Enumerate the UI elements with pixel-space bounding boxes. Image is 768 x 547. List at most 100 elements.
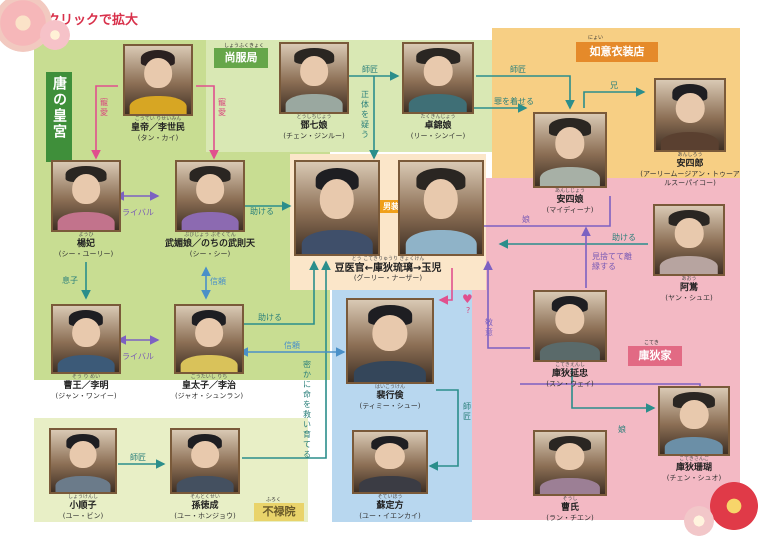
card-xiao[interactable]: しょうけんし 小顺子 (ユー・ビン) (46, 428, 120, 521)
ku-family-label: 庫狄家 (628, 346, 682, 366)
ruyi-label: 如意衣装店 (576, 42, 658, 62)
arrow-ani (583, 87, 646, 108)
ruby-ku-shan: こてきさんご (679, 456, 709, 462)
card-emperor[interactable]: こうてい りせいみん 皇帝／李世民 (タン・カイ) (118, 44, 198, 143)
reading-pei: (ティミー・シュー) (359, 402, 421, 410)
name-ayou: 阿鴬 (679, 283, 698, 293)
edge-shinrai: 信頼 (210, 277, 226, 286)
name-ku-yan: 庫狄延忠 (551, 369, 588, 379)
ruby-ayou: あおう (681, 276, 697, 282)
photo-yang (51, 160, 121, 232)
photo-heroine-male (294, 160, 380, 256)
edge-miste: 見捨てて離縁する (592, 252, 632, 271)
edge-danso: 男装 (380, 200, 402, 213)
buluo-label: 不禄院 (254, 503, 304, 521)
ruyi-ruby: にょい (588, 35, 604, 41)
name-emperor: 皇帝／李世民 (130, 123, 185, 133)
ruby-prince: こうたいし りち (190, 374, 228, 380)
tang-court-label: 唐の皇宮 (46, 72, 72, 162)
ruby-wu: ぶびじょう ぶそくてん (184, 232, 236, 238)
photo-wu (175, 160, 245, 232)
photo-ku-shan (658, 386, 730, 456)
ruby-guo: とうしちじょう (296, 114, 332, 120)
card-su[interactable]: そていほう 蘇定方 (ユー・イエンカイ) (346, 430, 434, 521)
ruby-sun: そんとくせい (190, 494, 220, 500)
reading-zhuo: (リー・シンイー) (410, 132, 466, 140)
edge-chouai-1: 寵愛 (100, 98, 108, 117)
card-cao[interactable]: そう り めい 曹王／李明 (ジャン・ワンイー) (46, 304, 126, 401)
name-xiao: 小顺子 (69, 501, 97, 511)
name-cao-shi: 曹氏 (560, 503, 579, 513)
shangfu-label: 尚服局 (214, 48, 268, 68)
photo-prince (174, 304, 244, 374)
photo-guo (279, 42, 349, 114)
edge-rival-2: ライバル (122, 352, 154, 361)
card-yang[interactable]: ようひ 楊妃 (シー・ユーリー) (46, 160, 126, 259)
name-ku-shan: 庫狄珊瑚 (675, 463, 712, 473)
reading-an-sirou: (アーリームージアン・トゥーアルスーパイコー) (640, 170, 740, 187)
arrow-help-sun (242, 260, 331, 459)
ruby-ku-yan: こてきえんし (555, 362, 585, 368)
zoom-banner-label: クリックで拡大 (47, 12, 139, 28)
arrow-chouai-yang (91, 85, 118, 160)
edge-ani: 兄 (610, 81, 618, 90)
edge-shotai: 正体を疑う (361, 90, 369, 139)
shangfu-ruby: しょうふくきょく (224, 43, 265, 49)
name-wu: 武媚娘／のちの武則天 (164, 239, 255, 249)
photo-sun (170, 428, 240, 494)
arrow-help-prince (240, 260, 319, 325)
arrow-shisho-zhuo (476, 75, 575, 110)
edge-chouai-2: 寵愛 (218, 98, 226, 117)
tang-court-text: 唐の皇宮 (51, 76, 67, 140)
ruby-cao: そう り めい (71, 374, 101, 380)
flower-icon (684, 506, 714, 536)
photo-pei (346, 298, 434, 384)
card-zhuo[interactable]: たくきんじょう 卓錦娘 (リー・シンイー) (398, 42, 478, 141)
ruby-xiao: しょうけんし (67, 494, 98, 500)
edge-musuko: 息子 (62, 276, 78, 285)
reading-sun: (ユー・ホンジョウ) (174, 512, 236, 520)
reading-wu: (シー・シー) (189, 250, 231, 258)
card-cao-shi[interactable]: そうし 曹氏 (ラン・チエン) (530, 430, 610, 523)
card-an4[interactable]: あんしじょう 安四娘 (マイディーナ) (530, 112, 610, 215)
heart-icon: ♥ (462, 292, 473, 306)
photo-zhuo (402, 42, 474, 114)
edge-shisho-2: 師匠 (362, 65, 378, 74)
card-heroine[interactable]: とう こてきりゅうり ぎょくけん 豆医官←庫狄琉璃→玉児 (グーリー・ナーザー) (290, 160, 486, 283)
reading-ku-yan: (スン・ウェイ) (546, 380, 594, 388)
ruby-zhuo: たくきんじょう (420, 114, 456, 120)
name-zhuo: 卓錦娘 (424, 121, 452, 131)
reading-heroine: (グーリー・ナーザー) (353, 274, 423, 282)
edge-shinrai-2: 信頼 (284, 341, 300, 350)
card-guo[interactable]: とうしちじょう 鄧七娘 (チェン・ジンルー) (274, 42, 354, 141)
reading-xiao: (ユー・ビン) (62, 512, 104, 520)
photo-xiao (49, 428, 117, 494)
ruby-cao-shi: そうし (562, 496, 578, 502)
card-prince[interactable]: こうたいし りち 皇太子／李治 (ジャオ・シュンラン) (164, 304, 254, 401)
card-wu[interactable]: ぶびじょう ぶそくてん 武媚娘／のちの武則天 (シー・シー) (160, 160, 260, 259)
arrow-keii (483, 260, 530, 349)
name-sun: 孫徳成 (191, 501, 219, 511)
photo-an4 (533, 112, 607, 188)
ruby-yang: ようひ (78, 232, 94, 238)
reading-yang: (シー・ユーリー) (58, 250, 114, 258)
photo-cao-shi (533, 430, 607, 496)
card-pei[interactable]: はいこうけん 裴行倹 (ティミー・シュー) (344, 298, 436, 411)
edge-shisho-3: 師匠 (510, 65, 526, 74)
edge-shisho-1: 師匠 (130, 453, 146, 462)
flower-icon (706, 478, 762, 534)
ruby-su: そていほう (377, 494, 403, 500)
flower-icon (40, 20, 70, 50)
card-ku-shan[interactable]: こてきさんご 庫狄珊瑚 (チェン・シュオ) (654, 386, 734, 483)
edge-shisho-4: 師匠 (463, 402, 471, 421)
photo-heroine-female (398, 160, 484, 256)
edge-tasukeru-2: 助ける (258, 313, 282, 322)
card-ayou[interactable]: あおう 阿鴬 (ヤン・シュエ) (650, 204, 728, 303)
name-an-sirou: 安四郎 (676, 159, 704, 169)
name-prince: 皇太子／李治 (181, 381, 236, 391)
reading-ayou: (ヤン・シュエ) (665, 294, 713, 302)
card-sun[interactable]: そんとくせい 孫徳成 (ユー・ホンジョウ) (164, 428, 246, 521)
edge-musume-1: 娘 (522, 215, 530, 224)
card-an-sirou[interactable]: あんしろう 安四郎 (アーリームージアン・トゥーアルスーパイコー) (640, 78, 740, 188)
card-ku-yan[interactable]: こてきえんし 庫狄延忠 (スン・ウェイ) (530, 290, 610, 389)
